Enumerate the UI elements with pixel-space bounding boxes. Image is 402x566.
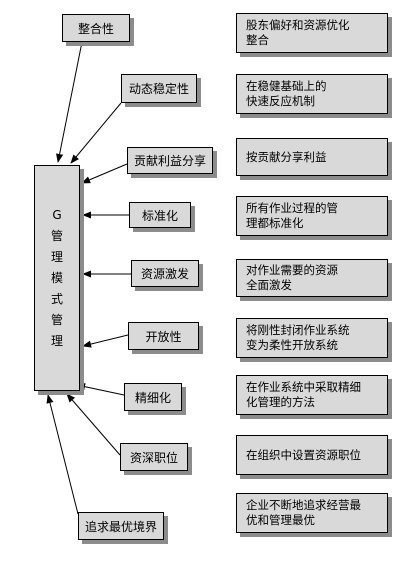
left-box-动态稳定性: 动态稳定性: [121, 74, 197, 103]
right-box-line: 所有作业过程的管: [246, 201, 338, 215]
center-label-char: 式: [50, 291, 63, 306]
right-box-9: 企业不断地追求经营最 优和管理最优: [236, 493, 388, 533]
right-box-line: 在稳健基础上的: [246, 79, 327, 93]
center-label-char: 模: [50, 270, 63, 285]
center-label-char: 管: [50, 228, 63, 243]
left-box-精细化: 精细化: [124, 383, 182, 411]
right-box-7: 在作业系统中采取精细 化管理的方法: [236, 375, 388, 415]
arrow-开放性: [82, 334, 129, 348]
left-box-资源激发: 资源激发: [131, 260, 199, 287]
arrow-追求最优境界: [46, 394, 79, 515]
arrow-资深职位: [66, 393, 121, 456]
arrow-贡献利益分享: [81, 163, 128, 184]
left-box-标准化: 标准化: [129, 202, 191, 228]
center-label-char: 理: [50, 333, 63, 348]
right-box-4: 所有作业过程的管 理都标准化: [236, 196, 388, 236]
arrow-整合性: [56, 41, 83, 163]
right-box-line: 化管理的方法: [246, 395, 315, 409]
right-box-2: 在稳健基础上的 快速反应机制: [236, 74, 388, 114]
left-box-整合性: 整合性: [62, 14, 130, 42]
right-box-line: 变为柔性开放系统: [246, 338, 338, 352]
right-box-6: 将刚性封闭作业系统 变为柔性开放系统: [236, 318, 388, 358]
right-box-line: 股东偏好和资源优化: [246, 18, 350, 32]
center-label-char: 管: [50, 312, 63, 327]
right-box-line: 企业不断地追求经营最: [246, 498, 361, 512]
left-box-开放性: 开放性: [128, 322, 199, 350]
right-box-line: 整合: [246, 33, 269, 47]
arrow-动态稳定性: [70, 102, 122, 164]
right-box-line: 对作业需要的资源: [246, 263, 338, 277]
right-box-3: 按贡献分享利益: [236, 138, 388, 176]
left-box-资深职位: 资深职位: [120, 443, 188, 471]
right-box-1: 股东偏好和资源优化 整合: [236, 13, 388, 53]
central-box: G 管 理 模 式 管 理: [34, 165, 80, 391]
center-label-char: G: [52, 207, 62, 222]
right-box-line: 快速反应机制: [246, 94, 315, 108]
arrow-精细化: [76, 383, 125, 396]
right-box-line: 理都标准化: [246, 216, 304, 230]
right-box-line: 在作业系统中采取精细: [246, 380, 361, 394]
right-box-line: 在组织中设置资源职位: [246, 447, 361, 462]
left-box-追求最优境界: 追求最优境界: [78, 512, 164, 540]
right-box-8: 在组织中设置资源职位: [236, 435, 388, 475]
center-label-char: 理: [50, 249, 63, 264]
left-box-贡献利益分享: 贡献利益分享: [127, 147, 213, 174]
right-box-line: 按贡献分享利益: [246, 149, 327, 164]
right-box-5: 对作业需要的资源 全面激发: [236, 259, 388, 297]
right-box-line: 优和管理最优: [246, 513, 315, 527]
right-box-line: 全面激发: [246, 278, 292, 292]
right-box-line: 将刚性封闭作业系统: [246, 323, 350, 337]
